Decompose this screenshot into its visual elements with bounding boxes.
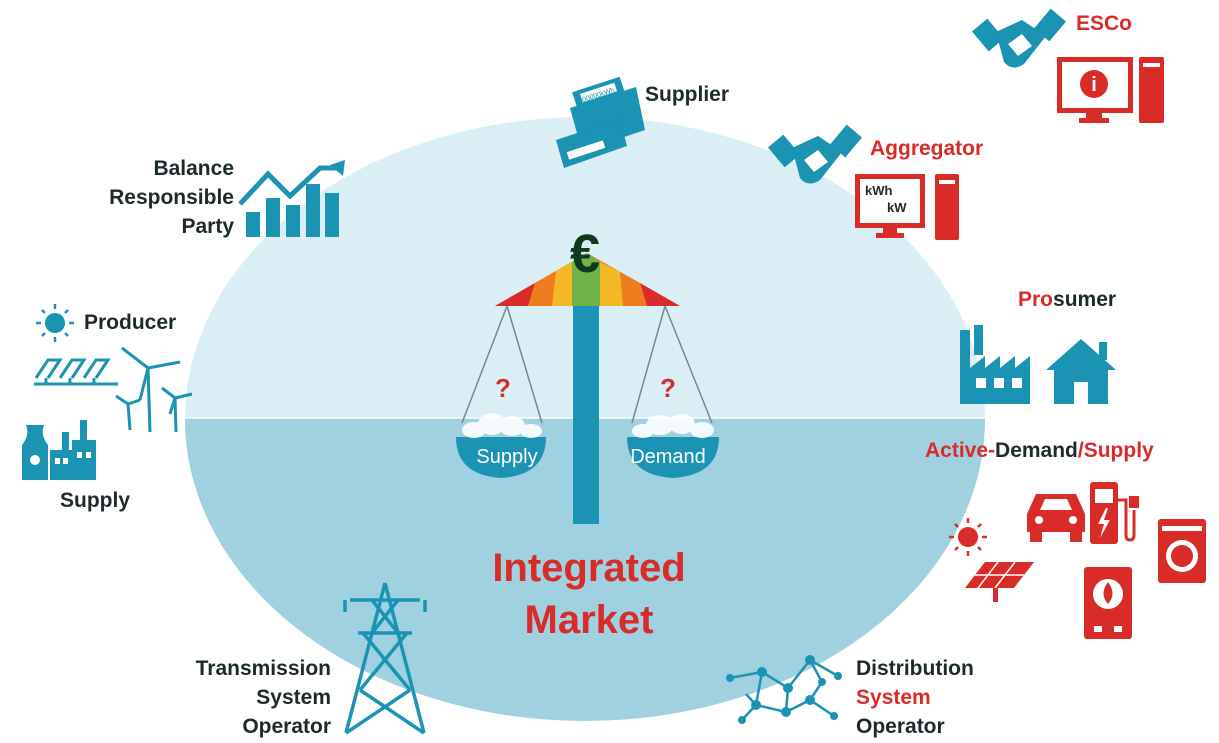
pylon-icon: [343, 582, 427, 735]
aggregator-label: Aggregator: [870, 137, 984, 160]
aggregator-monitor-icon: [855, 174, 959, 240]
dso-label-line-2: System: [856, 686, 931, 709]
esco-monitor-icon: [1057, 57, 1164, 123]
prosumer-label: Prosumer: [1018, 285, 1116, 314]
cash-register-icon: [556, 76, 645, 168]
brp-label: Balance Responsible Party: [78, 154, 234, 241]
brp-label-line-1: Balance: [153, 157, 234, 180]
sun-icon: [36, 304, 74, 342]
scale-icon: [456, 253, 719, 524]
house-icon: [1046, 339, 1116, 404]
active-demand-supply-label: Active-Demand/Supply: [925, 436, 1154, 465]
active-label-part-1: Active-: [925, 439, 996, 462]
active-label-part-2: Demand: [995, 439, 1078, 462]
producer-label: Producer: [84, 311, 177, 334]
supply-question-mark: ?: [495, 373, 511, 403]
title-line-1: Integrated: [492, 546, 685, 590]
tso-label-line-2: System: [256, 686, 331, 709]
prosumer-label-sumer: sumer: [1053, 288, 1117, 311]
dso-label-line-1: Distribution: [856, 657, 974, 680]
factory-icon: [960, 325, 1030, 404]
washing-machine-icon: [1158, 519, 1206, 583]
active-label-part-3: /Supply: [1077, 439, 1154, 462]
bar-chart-icon: [238, 160, 345, 237]
ev-charger-icon: [1090, 482, 1139, 544]
solar-panels-icon: [34, 358, 118, 386]
euro-symbol: €: [570, 224, 600, 284]
tso-label: Transmission System Operator: [148, 654, 331, 741]
esco-info-glyph: i: [1091, 74, 1097, 96]
dso-label: Distribution System Operator: [856, 654, 974, 741]
dso-label-line-3: Operator: [856, 715, 945, 738]
esco-label: ESCo: [1076, 12, 1133, 35]
car-icon: [1027, 494, 1085, 542]
active-solar-panel-icon: [965, 561, 1034, 602]
tso-label-line-1: Transmission: [195, 657, 331, 680]
active-sun-icon: [949, 518, 987, 556]
esco-handshake-icon: [971, 8, 1067, 68]
aggregator-screen-kw: kW: [887, 200, 907, 215]
demand-question-mark: ?: [660, 373, 676, 403]
title-line-2: Market: [525, 598, 654, 642]
supplier-label: Supplier: [645, 83, 730, 106]
brp-label-line-2: Responsible: [109, 186, 234, 209]
demand-pan-label: Demand: [630, 446, 706, 468]
supply-label: Supply: [60, 489, 131, 512]
wind-turbine-icon: [115, 346, 193, 433]
aggregator-screen-kwh: kWh: [865, 183, 893, 198]
prosumer-label-pro: Pro: [1018, 288, 1054, 311]
supply-pan-label: Supply: [476, 446, 537, 468]
network-icon: [726, 655, 842, 724]
tso-label-line-3: Operator: [242, 715, 331, 738]
power-plant-icon: [22, 420, 96, 480]
boiler-icon: [1084, 567, 1132, 639]
aggregator-handshake-icon: [767, 124, 863, 184]
brp-label-line-3: Party: [181, 215, 234, 238]
